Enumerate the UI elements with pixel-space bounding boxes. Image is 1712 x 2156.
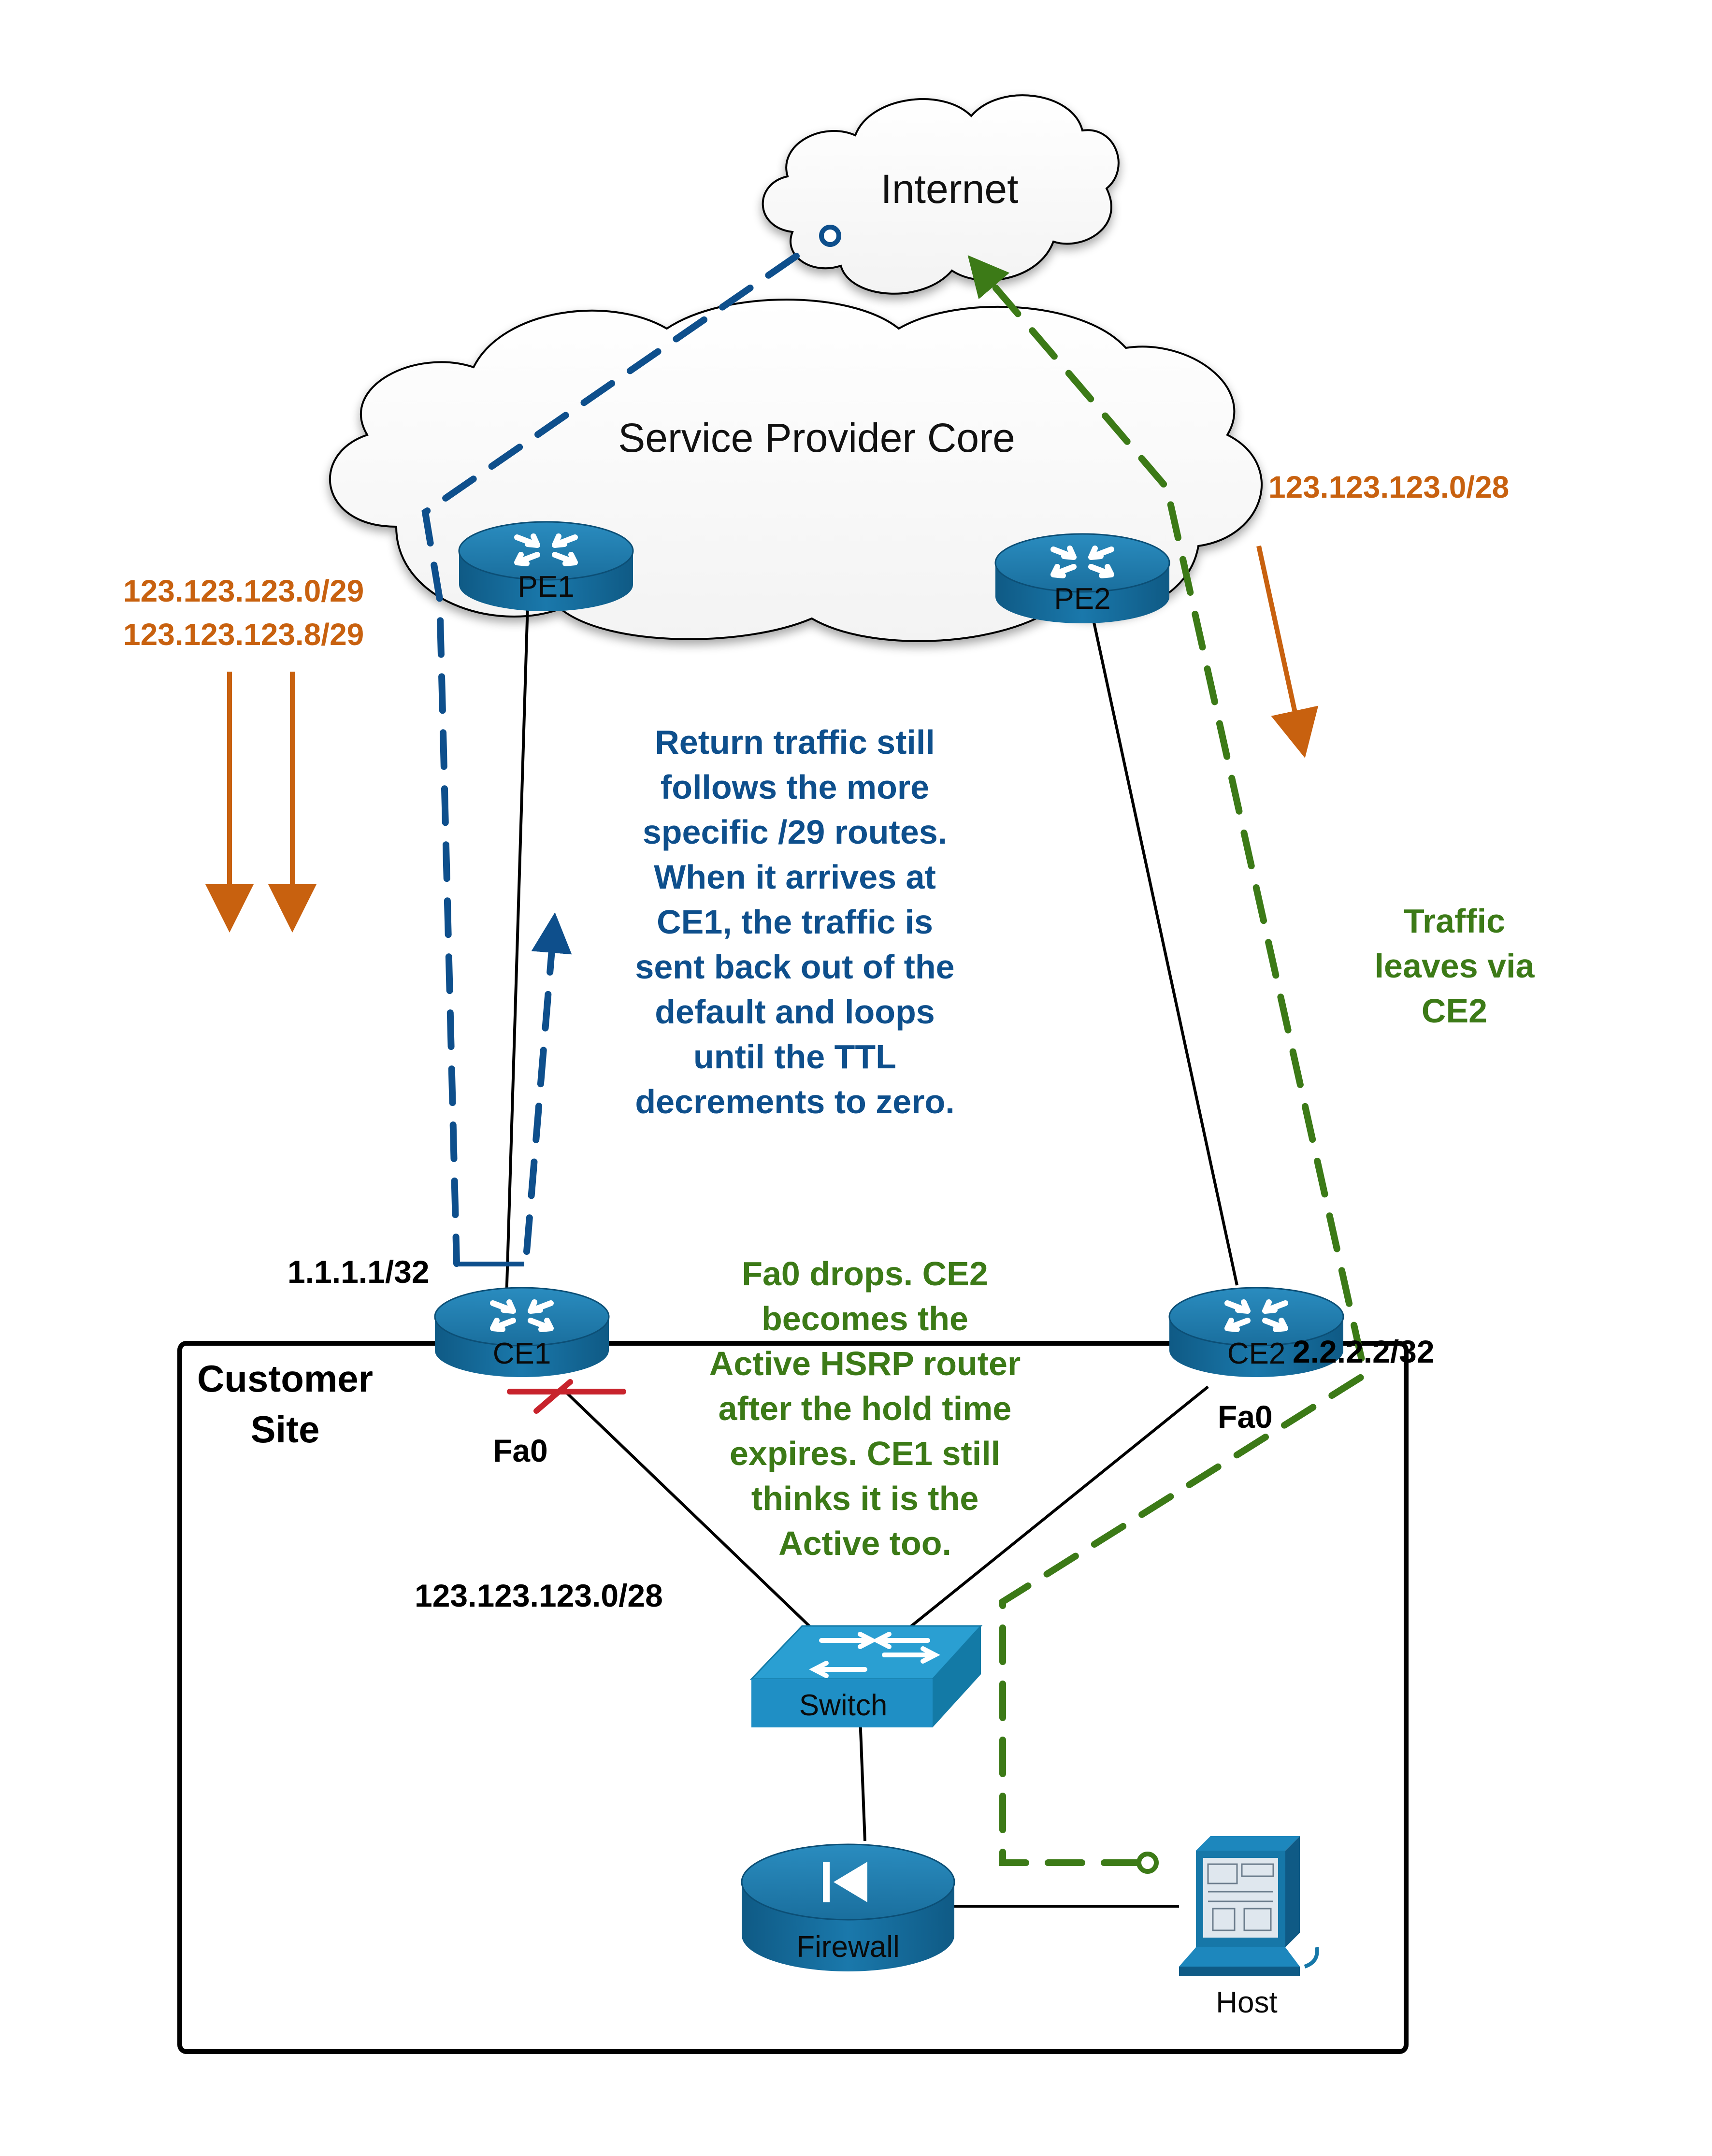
route-advertisement-arrows <box>205 545 1319 933</box>
internet-cloud <box>762 94 1120 295</box>
firewall-label: Firewall <box>796 1930 900 1964</box>
router-ce1-label: CE1 <box>493 1337 551 1370</box>
ce2-interface-label: Fa0 <box>1218 1399 1273 1435</box>
customer-site-label-line2: Site <box>250 1408 319 1451</box>
green-hsrp-line: expires. CE1 still <box>730 1435 1000 1472</box>
link-ce1-switch <box>564 1390 813 1630</box>
host-label: Host <box>1216 1986 1277 2019</box>
router-pe1[interactable] <box>458 521 634 611</box>
blue-note-line: until the TTL <box>693 1038 896 1076</box>
router-ce2[interactable] <box>1168 1287 1344 1377</box>
blue-note: Return traffic still follows the more sp… <box>635 723 954 1121</box>
green-hsrp-line: Active too. <box>778 1524 951 1562</box>
customer-site-label-line1: Customer <box>197 1357 373 1400</box>
green-traffic-note: Traffic leaves via CE2 <box>1375 902 1535 1030</box>
ce1-loopback-label: 1.1.1.1/32 <box>288 1254 430 1290</box>
blue-note-line: CE1, the traffic is <box>657 903 933 941</box>
blue-note-line: Return traffic still <box>655 723 935 761</box>
route-left-line2: 123.123.123.8/29 <box>123 617 364 652</box>
physical-links <box>505 604 1238 1908</box>
router-ce1[interactable] <box>434 1287 610 1377</box>
switch[interactable] <box>749 1625 983 1727</box>
green-hsrp-line: thinks it is the <box>751 1480 979 1517</box>
route-right: 123.123.123.0/28 <box>1268 470 1509 504</box>
link-switch-firewall <box>859 1717 866 1841</box>
green-traffic-line: leaves via <box>1375 947 1535 985</box>
core-cloud-label: Service Provider Core <box>618 415 1015 460</box>
green-hsrp-line: Active HSRP router <box>709 1345 1021 1382</box>
green-hsrp-note: Fa0 drops. CE2 becomes the Active HSRP r… <box>709 1255 1021 1562</box>
green-path-origin-dot <box>1137 1852 1159 1874</box>
internet-cloud-label: Internet <box>881 166 1019 212</box>
blue-note-line: decrements to zero. <box>635 1083 954 1121</box>
ce2-loopback-label: 2.2.2.2/32 <box>1293 1334 1435 1369</box>
workstation-icon <box>1179 1836 1319 1976</box>
ce1-interface-label: Fa0 <box>493 1433 548 1468</box>
green-traffic-line: Traffic <box>1404 902 1505 940</box>
blue-note-line: When it arrives at <box>654 858 936 896</box>
green-hsrp-line: after the hold time <box>719 1390 1012 1427</box>
blue-path-origin-dot <box>819 225 841 247</box>
green-outbound-path <box>967 255 1369 1866</box>
green-traffic-line: CE2 <box>1422 992 1487 1030</box>
link-pe2-ce2 <box>1091 613 1238 1286</box>
link-pe1-ce1 <box>505 604 529 1300</box>
blue-note-line: sent back out of the <box>635 948 954 986</box>
green-hsrp-line: becomes the <box>762 1300 968 1337</box>
router-ce2-label: CE2 <box>1227 1337 1286 1370</box>
link-ce2-switch <box>907 1385 1209 1630</box>
route-left-line1: 123.123.123.0/29 <box>123 574 364 608</box>
green-hsrp-line: Fa0 drops. CE2 <box>742 1255 988 1293</box>
blue-note-line: default and loops <box>655 993 935 1031</box>
interface-failure-mark <box>507 1379 626 1414</box>
router-pe2-label: PE2 <box>1054 582 1110 616</box>
host[interactable] <box>1179 1836 1319 1976</box>
blue-note-line: specific /29 routes. <box>643 813 947 851</box>
switch-label: Switch <box>799 1689 888 1722</box>
firewall[interactable] <box>741 1843 955 1971</box>
blue-note-line: follows the more <box>661 768 929 806</box>
lan-prefix-label: 123.123.123.0/28 <box>415 1578 663 1613</box>
router-pe1-label: PE1 <box>518 570 574 604</box>
blue-return-path <box>421 253 800 1267</box>
route-arrow-right <box>1256 545 1319 758</box>
router-pe2[interactable] <box>994 533 1170 623</box>
